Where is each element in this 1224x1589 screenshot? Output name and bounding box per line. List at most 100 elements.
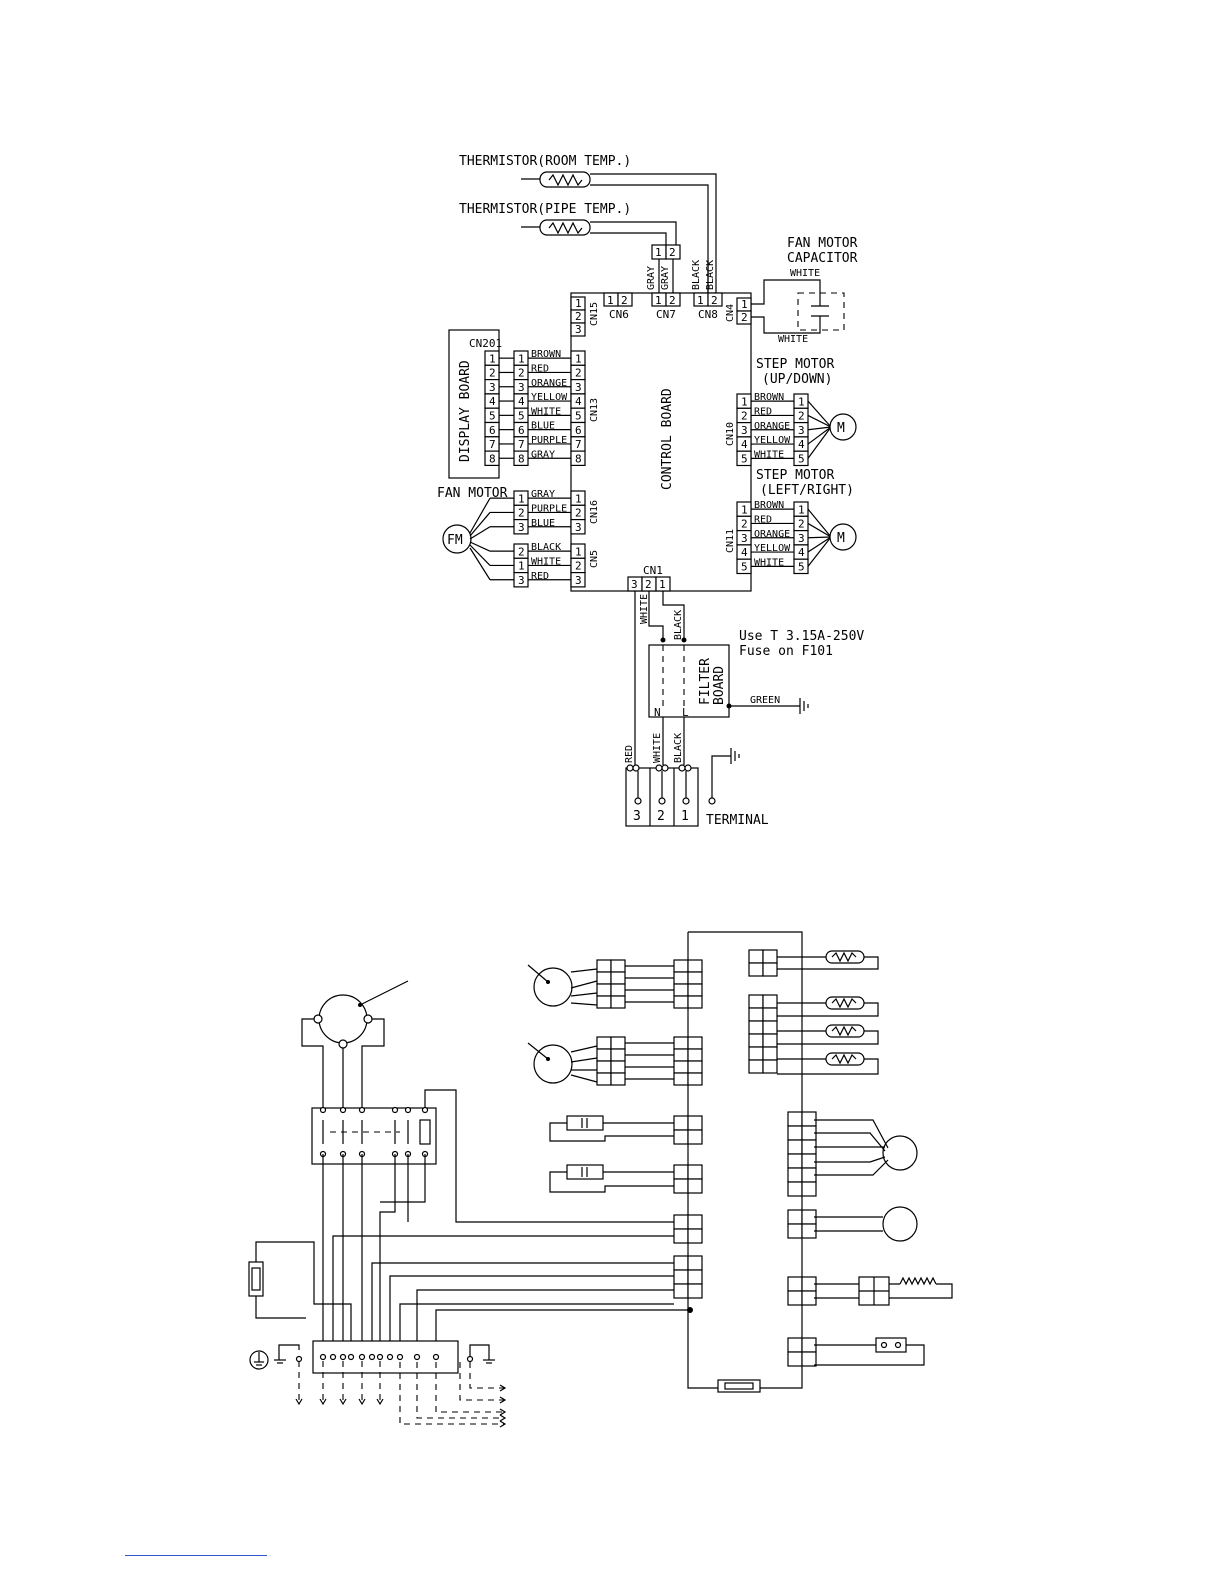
svg-text:6: 6 xyxy=(518,424,525,437)
terminal-ground-icon xyxy=(730,748,740,764)
cn6-connector: 1 2 CN6 xyxy=(603,292,633,321)
svg-text:5: 5 xyxy=(741,453,748,466)
svg-text:1: 1 xyxy=(741,395,748,408)
svg-text:BOARD: BOARD xyxy=(712,666,727,705)
svg-text:4: 4 xyxy=(489,395,496,408)
fan-motor-icon: FM xyxy=(442,524,472,554)
svg-text:2: 2 xyxy=(621,294,628,307)
right-thermistor-1-icon xyxy=(825,950,865,964)
svg-text:7: 7 xyxy=(489,438,496,451)
svg-text:3: 3 xyxy=(518,521,525,534)
wire-color-label: RED xyxy=(754,514,772,525)
svg-text:CN8: CN8 xyxy=(698,308,718,321)
svg-text:1: 1 xyxy=(518,492,525,505)
svg-text:FM: FM xyxy=(447,533,463,548)
svg-text:3: 3 xyxy=(633,809,641,824)
wire-color-label: YELLOW xyxy=(754,435,791,446)
svg-text:3: 3 xyxy=(741,532,748,545)
svg-text:STEP MOTOR: STEP MOTOR xyxy=(756,357,834,372)
wire-color-label: BROWN xyxy=(754,500,784,511)
unit-wiring-schematic xyxy=(248,931,953,1428)
fan-motor-label: FAN MOTOR xyxy=(437,486,508,501)
svg-text:4: 4 xyxy=(798,438,805,451)
svg-text:1: 1 xyxy=(489,352,496,365)
svg-text:FILTER: FILTER xyxy=(698,658,713,705)
pipe-thermistor-connector: 1 2 xyxy=(651,244,681,260)
svg-text:4: 4 xyxy=(575,395,582,408)
wire-color-label: YELLOW xyxy=(754,543,791,554)
svg-text:1: 1 xyxy=(659,578,666,591)
svg-text:3: 3 xyxy=(518,381,525,394)
contactor-box xyxy=(311,1107,437,1165)
svg-text:FAN MOTOR: FAN MOTOR xyxy=(787,236,858,251)
svg-text:5: 5 xyxy=(741,561,748,574)
wire-color-label: ORANGE xyxy=(754,529,790,540)
svg-text:2: 2 xyxy=(518,367,525,380)
wire-color-label: RED xyxy=(754,406,772,417)
svg-text:GRAY: GRAY xyxy=(646,266,657,290)
svg-text:1: 1 xyxy=(655,246,662,259)
wire-color-label: ORANGE xyxy=(754,421,790,432)
svg-text:5: 5 xyxy=(798,561,805,574)
wire-color-label: YELLOW xyxy=(531,392,568,403)
motor-1-icon xyxy=(527,964,573,1007)
svg-text:2: 2 xyxy=(741,518,748,531)
svg-text:WHITE: WHITE xyxy=(652,733,663,763)
svg-text:1: 1 xyxy=(798,395,805,408)
svg-text:5: 5 xyxy=(489,410,496,423)
svg-text:5: 5 xyxy=(518,410,525,423)
svg-text:3: 3 xyxy=(575,521,582,534)
thermal-switch-icon xyxy=(875,1337,907,1353)
terminal-strip-contacts xyxy=(319,1353,440,1361)
svg-text:(LEFT/RIGHT): (LEFT/RIGHT) xyxy=(760,483,854,498)
svg-text:CN7: CN7 xyxy=(656,308,676,321)
svg-text:5: 5 xyxy=(575,410,582,423)
wire-color-label: BLUE xyxy=(531,421,555,432)
svg-text:RED: RED xyxy=(624,745,635,763)
svg-text:4: 4 xyxy=(741,546,748,559)
thermistor-room-label: THERMISTOR(ROOM TEMP.) xyxy=(459,154,631,169)
cn8-connector: 1 2 CN8 xyxy=(693,292,723,321)
wire-color-label: WHITE xyxy=(754,557,784,568)
terminal-block: 3 2 1 xyxy=(625,764,699,827)
thermistor-room-icon xyxy=(539,171,591,188)
field-wiring-dashed xyxy=(295,1361,507,1428)
bus-fuse-icon xyxy=(717,1379,761,1393)
svg-text:GREEN: GREEN xyxy=(750,695,780,706)
svg-text:3: 3 xyxy=(575,381,582,394)
svg-text:2: 2 xyxy=(798,518,805,531)
svg-text:1: 1 xyxy=(741,503,748,516)
svg-text:3: 3 xyxy=(798,424,805,437)
wire-color-label: PURPLE xyxy=(531,503,567,514)
svg-text:2: 2 xyxy=(575,507,582,520)
svg-text:M: M xyxy=(837,421,845,436)
thermistor-pipe-label: THERMISTOR(PIPE TEMP.) xyxy=(459,202,631,217)
svg-text:2: 2 xyxy=(741,410,748,423)
wire-color-label: GRAY xyxy=(531,449,555,460)
right-thermistor-4-icon xyxy=(825,1052,865,1066)
svg-text:3: 3 xyxy=(489,381,496,394)
fan-cn5-harness-connector: 213 xyxy=(513,543,529,588)
svg-text:2: 2 xyxy=(518,507,525,520)
svg-text:WHITE: WHITE xyxy=(639,594,650,624)
wire-color-label: WHITE xyxy=(531,406,561,417)
svg-text:2: 2 xyxy=(711,294,718,307)
thermistor-pipe-icon xyxy=(539,219,591,236)
terminal-label: TERMINAL xyxy=(706,813,769,828)
cn4-connector: 1 2 CN4 xyxy=(725,297,752,325)
svg-text:1: 1 xyxy=(518,352,525,365)
svg-text:1: 1 xyxy=(575,545,582,558)
svg-text:7: 7 xyxy=(575,438,582,451)
svg-text:M: M xyxy=(837,531,845,546)
control-board-label: CONTROL BOARD xyxy=(660,388,675,490)
step-motor-leftright-wires: BROWN RED ORANGE YELLOW WHITE xyxy=(751,500,832,568)
svg-text:WHITE: WHITE xyxy=(778,334,808,345)
contactor-contacts xyxy=(319,1106,431,1158)
cn1-connector: 3 2 1 xyxy=(627,576,671,592)
wire-color-label: RED xyxy=(531,363,549,374)
wire-color-label: BLUE xyxy=(531,518,555,529)
